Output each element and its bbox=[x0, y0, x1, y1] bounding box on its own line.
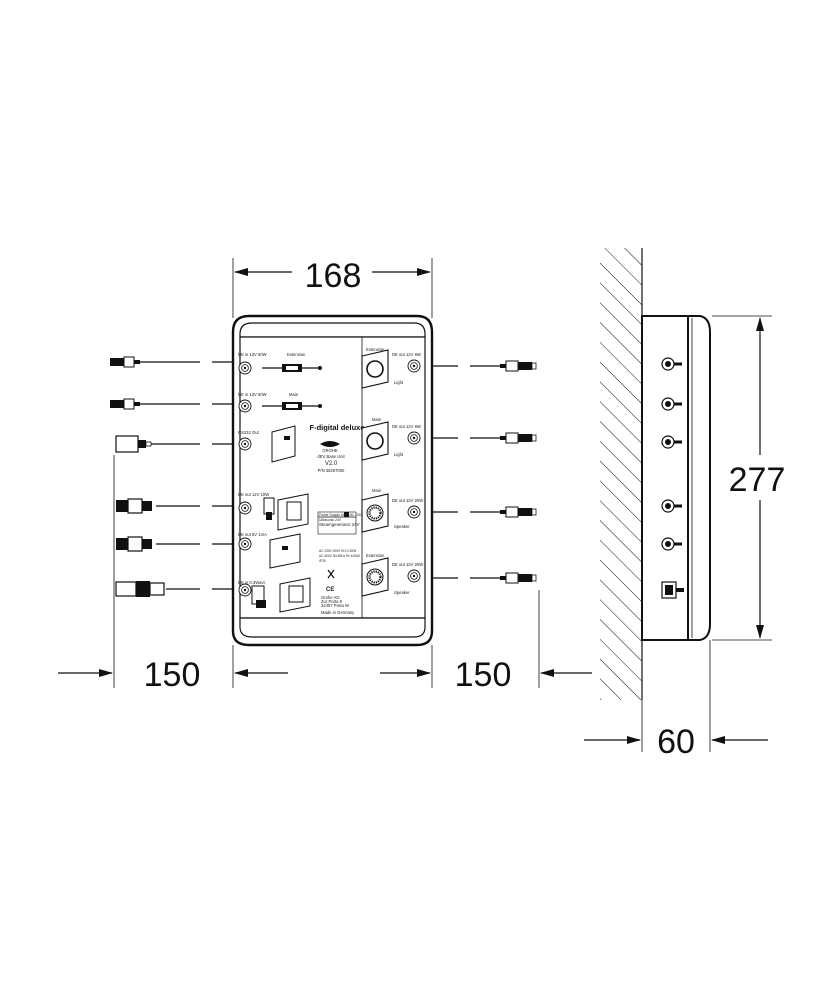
right-port-label: DE out 12V 6W bbox=[392, 424, 421, 429]
part-number: P/N 36287000 bbox=[318, 468, 345, 473]
supply-line: Steamgenerator 24V bbox=[319, 522, 360, 527]
left-port-label: DE out 5V 1mA bbox=[238, 532, 267, 537]
side-view-connectors bbox=[661, 357, 684, 599]
footer-line: 32457 Porta W bbox=[321, 603, 349, 608]
dimension-width-label: 168 bbox=[305, 257, 362, 295]
right-top-label: Main bbox=[372, 488, 382, 493]
dimension-depth: 60 bbox=[584, 640, 768, 761]
footer-line: Grohe AG bbox=[321, 595, 340, 600]
dimension-right-cable: 150 bbox=[380, 590, 592, 694]
main-connector-diagram: Main bbox=[262, 392, 322, 410]
right-top-label: Main bbox=[372, 417, 382, 422]
dimension-height-label: 277 bbox=[729, 461, 786, 499]
left-port-label: RS232 Out bbox=[238, 430, 260, 435]
extension-label: Extension bbox=[287, 352, 306, 357]
left-port-label: DE in 12V 60W bbox=[238, 352, 267, 357]
brand-area: F-digital deluxe GROHE dEV Base Unit V2.… bbox=[309, 423, 364, 473]
left-cables bbox=[109, 356, 233, 597]
output-device-icons bbox=[251, 493, 311, 613]
right-bottom-label: Light bbox=[394, 380, 404, 385]
logo-text: GROHE bbox=[322, 448, 338, 453]
main-label: Main bbox=[289, 392, 299, 397]
right-bottom-label: Light bbox=[394, 452, 404, 457]
ce-mark: CE bbox=[326, 587, 334, 593]
left-port-labels: DE in 12V 60W DE in 12V 60W RS232 Out DE… bbox=[238, 352, 269, 585]
right-module-icons: Extension Light Main Light Main Speaker … bbox=[361, 347, 410, 597]
supply-line: Power Supply Unit 100 - 240V bbox=[319, 513, 365, 517]
version-label: V2.0 bbox=[325, 461, 338, 467]
right-bottom-label: Speaker bbox=[394, 590, 410, 595]
footer-line: Made in Germany bbox=[321, 610, 355, 615]
dimension-left-cable: 150 bbox=[58, 455, 288, 694]
footer-line: Zur Porta 9 bbox=[321, 599, 343, 604]
right-port-label: DE out 12V 6W bbox=[392, 352, 421, 357]
extension-connector-diagram: Extension bbox=[262, 352, 322, 372]
dimension-height: 277 bbox=[712, 315, 786, 641]
left-port-label: DE out 12V 10W bbox=[238, 492, 269, 497]
right-cables bbox=[432, 360, 537, 584]
left-port-label: DE in 12V 60W bbox=[238, 392, 267, 397]
right-top-label: Extension bbox=[366, 553, 385, 558]
dimension-depth-label: 60 bbox=[657, 723, 695, 761]
supply-line: IP25 bbox=[319, 559, 326, 563]
left-port-label: DE in 0.3Wavc bbox=[238, 580, 266, 585]
base-unit-label: dEV Base Unit bbox=[317, 454, 345, 459]
product-name: F-digital deluxe bbox=[309, 423, 364, 432]
dimension-left-cable-label: 150 bbox=[144, 656, 201, 694]
wall-section bbox=[600, 248, 643, 700]
right-top-label: Extension bbox=[366, 347, 385, 352]
dimension-width: 168 bbox=[232, 257, 433, 318]
supply-line: AC 400V 3N 50Hz Pe 6.0kW bbox=[319, 554, 360, 558]
right-bottom-label: Speaker bbox=[394, 524, 410, 529]
right-port-label: DE out 12V 20W bbox=[392, 562, 423, 567]
supply-line: AC 230V 200V HO 0.3KW bbox=[319, 549, 356, 553]
right-port-label: DE out 12V 20W bbox=[392, 498, 423, 503]
dimension-right-cable-label: 150 bbox=[455, 656, 512, 694]
right-connector-jacks: DE out 12V 6W DE out 12V 6W DE out 12V 2… bbox=[392, 352, 423, 583]
power-supply-info: Power Supply Unit 100 - 240V Ultrasonic … bbox=[317, 511, 365, 615]
supply-line: Ultrasonic 24V bbox=[319, 518, 342, 522]
module-icon bbox=[271, 425, 296, 463]
